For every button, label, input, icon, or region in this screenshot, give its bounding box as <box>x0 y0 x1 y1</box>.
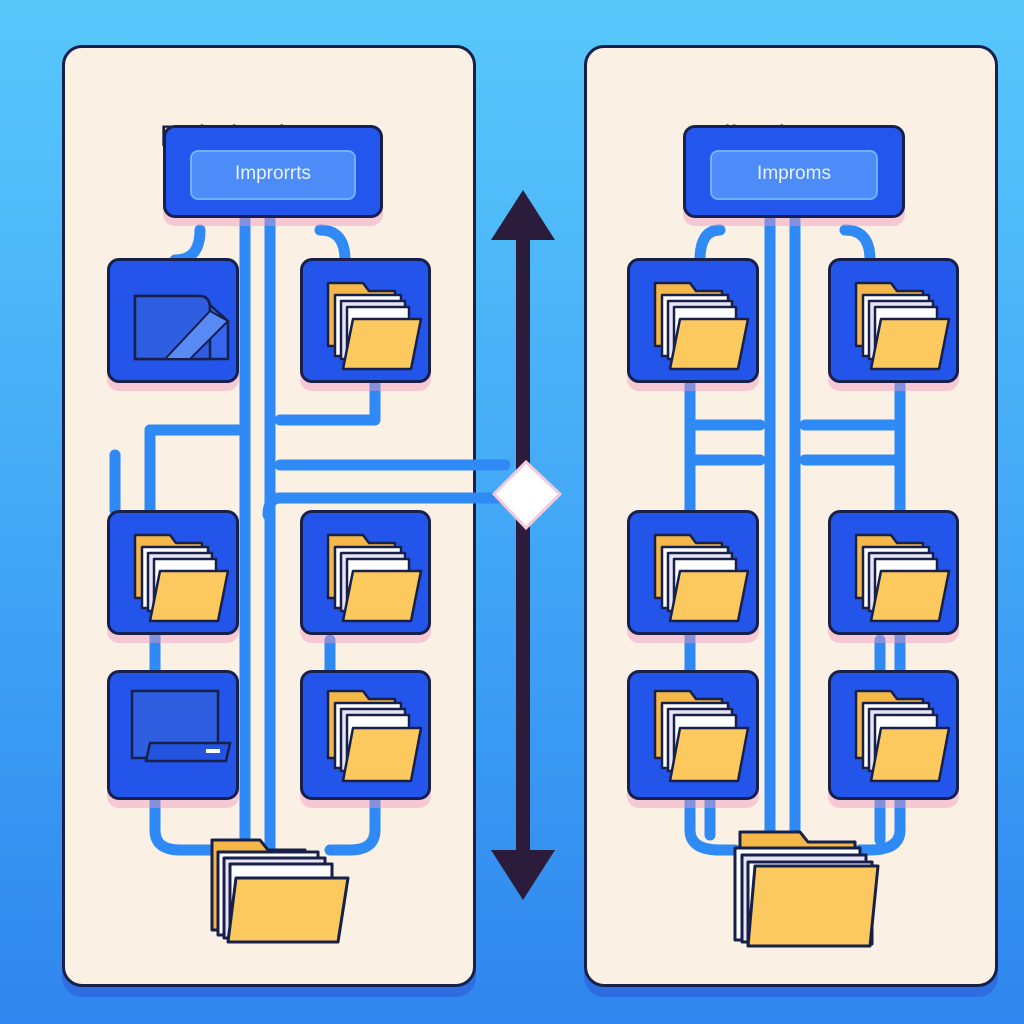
folder-icon <box>653 689 750 783</box>
folder-tile <box>828 510 959 635</box>
imports-label: Improrrts <box>190 150 356 200</box>
folder-tile <box>627 258 759 383</box>
imports-header-left: Improrrts <box>163 125 383 218</box>
folder-icon <box>326 281 423 371</box>
folder-icon <box>326 689 423 783</box>
folder-icon <box>133 533 230 623</box>
imports-header-right: Improms <box>683 125 905 218</box>
folder-icon <box>653 281 750 371</box>
folder-icon <box>854 689 951 783</box>
module-tile <box>107 670 239 800</box>
folder-icon <box>854 533 951 623</box>
folder-icon <box>653 533 750 623</box>
folder-tile <box>300 510 431 635</box>
folder-tile <box>300 670 431 800</box>
folder-tile <box>828 670 959 800</box>
folder-icon <box>210 838 350 944</box>
imports-label: Improms <box>710 150 878 200</box>
diamond-icon <box>491 459 563 531</box>
double-headed-arrow-icon <box>491 190 555 900</box>
laptop-icon <box>130 689 232 763</box>
folder-tile <box>300 258 431 383</box>
folder-tile <box>828 258 959 383</box>
folder-icon <box>733 830 880 948</box>
module-tile <box>107 258 239 383</box>
folder-tile <box>107 510 239 635</box>
folder-icon <box>854 281 951 371</box>
folder-tile <box>627 510 759 635</box>
folder-icon <box>326 533 423 623</box>
window-icon <box>133 294 230 361</box>
folder-tile <box>627 670 759 800</box>
